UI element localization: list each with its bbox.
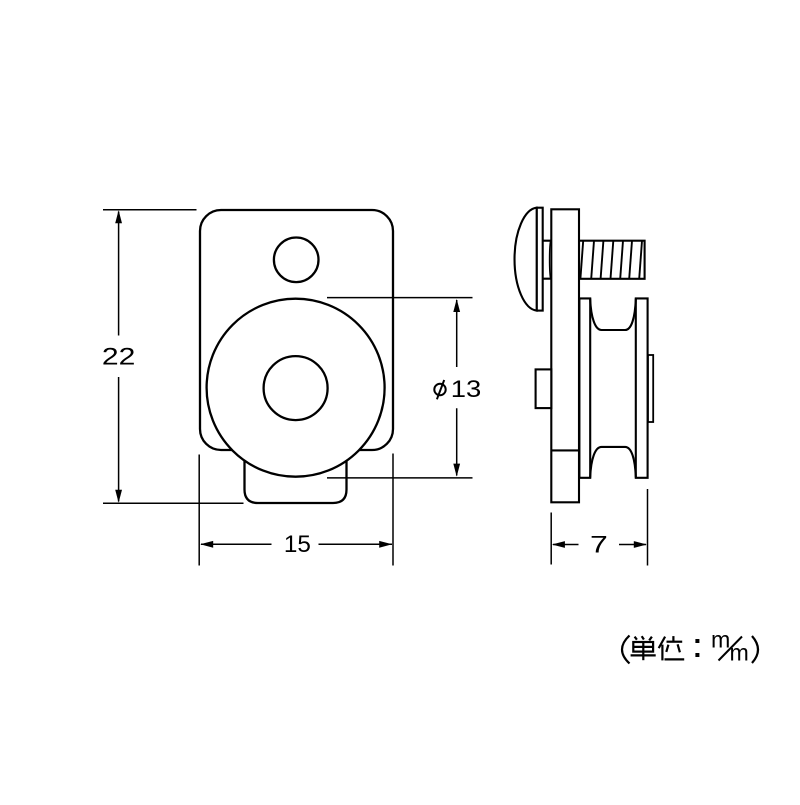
svg-text:7: 7 — [590, 532, 608, 559]
svg-text:13: 13 — [451, 376, 482, 403]
svg-text:m: m — [711, 627, 730, 653]
svg-text:22: 22 — [102, 344, 136, 371]
svg-text:15: 15 — [284, 531, 311, 558]
svg-text:m: m — [730, 640, 749, 666]
